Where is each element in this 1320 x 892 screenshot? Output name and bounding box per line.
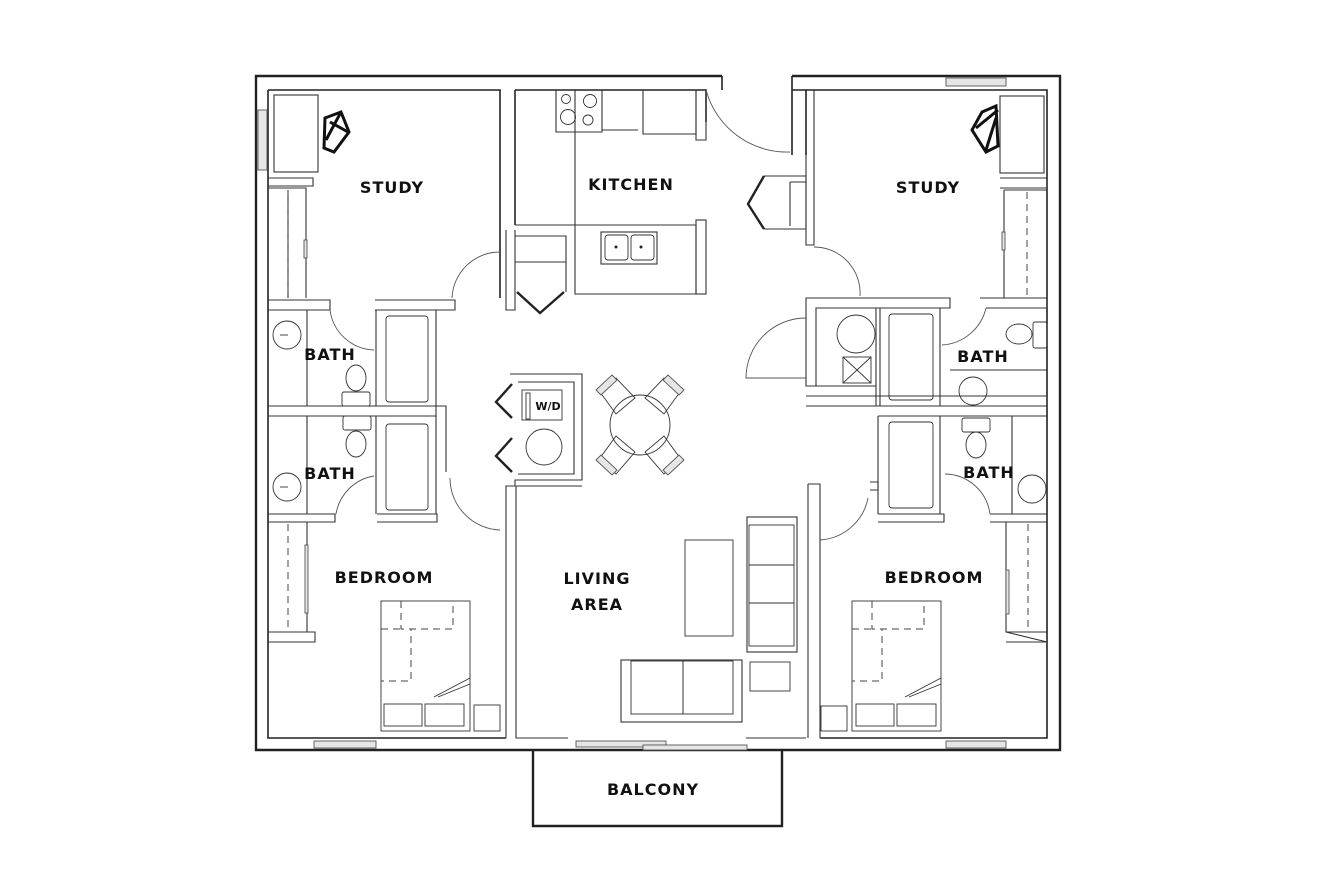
sink-icon [600, 231, 658, 265]
nightstand-icon [820, 705, 848, 732]
laundry-closet: W/D [494, 373, 583, 738]
dining-table-icon [595, 374, 685, 476]
washer-icon [521, 389, 563, 421]
end-table-icon [749, 661, 791, 692]
room-bath-left-lower: BATH [268, 405, 501, 531]
label-balcony: BALCONY [607, 780, 699, 799]
toilet-icon [1005, 323, 1033, 345]
room-living-area: LIVING AREA [515, 485, 806, 739]
balcony: BALCONY [531, 750, 784, 828]
dryer-icon [525, 428, 563, 466]
bed-icon [851, 600, 942, 732]
toilet-icon [965, 431, 987, 459]
bed-icon [380, 600, 471, 732]
sink-icon [958, 376, 988, 406]
sink-icon [1017, 474, 1047, 504]
loveseat-icon [620, 659, 743, 723]
label-bath-right-lower: BATH [963, 463, 1015, 482]
label-study-right: STUDY [896, 178, 960, 197]
nightstand-icon [473, 704, 501, 732]
sink-icon [272, 472, 302, 502]
sink-icon [272, 320, 302, 350]
label-living-line1: LIVING [563, 569, 630, 588]
bathtub-icon [888, 421, 934, 509]
stove-icon [560, 94, 597, 126]
room-study-left: STUDY [268, 94, 501, 299]
hvac-icon [842, 356, 872, 384]
room-bath-left-upper: BATH [268, 299, 456, 417]
desk-icon [273, 94, 319, 173]
bathtub-icon [385, 315, 429, 403]
bathtub-icon [888, 313, 934, 401]
label-living-line2: AREA [571, 595, 623, 614]
label-bath-left-lower: BATH [304, 464, 356, 483]
bathtub-icon [385, 423, 429, 511]
room-study-right: STUDY [746, 90, 1048, 299]
water-heater-icon [836, 314, 876, 354]
office-chair-icon [322, 110, 351, 154]
label-kitchen: KITCHEN [588, 175, 674, 194]
sofa-icon [746, 516, 798, 653]
toilet-icon [345, 430, 367, 458]
exterior-walls [254, 74, 1062, 752]
room-bedroom-left: BEDROOM [268, 521, 501, 732]
room-bedroom-right: BEDROOM [820, 522, 1048, 732]
room-bath-right-upper: BATH [745, 297, 1048, 407]
label-bath-left-upper: BATH [304, 345, 356, 364]
label-bedroom-left: BEDROOM [335, 568, 434, 587]
desk-icon [999, 95, 1045, 174]
room-bath-right-lower: BATH [807, 415, 1048, 738]
label-study-left: STUDY [360, 178, 424, 197]
office-chair-icon [970, 103, 1000, 154]
toilet-icon [345, 364, 367, 392]
room-kitchen: KITCHEN [505, 89, 791, 315]
coffee-table-icon [684, 539, 734, 637]
label-bedroom-right: BEDROOM [885, 568, 984, 587]
label-laundry: W/D [535, 400, 560, 413]
label-bath-right-upper: BATH [957, 347, 1009, 366]
